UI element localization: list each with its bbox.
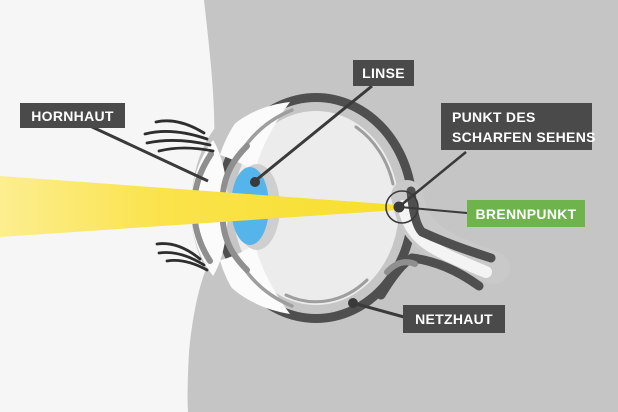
retina-marker-dot — [348, 298, 358, 308]
label-brennpunkt: BRENNPUNKT — [467, 200, 585, 227]
label-punkt-line2: SCHARFEN SEHENS — [452, 128, 596, 145]
focal-point-dot — [393, 201, 405, 213]
leader-line-netzhaut — [352, 301, 405, 319]
label-punkt-des-scharfen-sehens: PUNKT DES SCHARFEN SEHENS — [441, 103, 595, 150]
label-hornhaut: HORNHAUT — [20, 103, 125, 128]
eyelashes-lower — [155, 242, 209, 272]
leader-line-brennpunkt — [399, 206, 468, 214]
optic-nerve-accent — [384, 259, 418, 275]
leader-lines — [89, 84, 468, 319]
focus-circle — [385, 190, 419, 224]
iris-arc-upper — [220, 143, 250, 196]
iris-arc-lower — [220, 220, 250, 273]
optic-nerve-lower-wall — [376, 253, 484, 300]
light-beam — [0, 176, 399, 237]
label-linse: LINSE — [353, 60, 414, 86]
label-punkt-line1: PUNKT DES — [452, 108, 536, 125]
eyelashes-upper — [143, 119, 215, 153]
optic-nerve-channel — [397, 200, 492, 278]
leader-line-punkt — [399, 151, 467, 207]
leader-line-linse — [254, 84, 373, 183]
label-netzhaut: NETZHAUT — [403, 305, 505, 333]
lens-marker-dot — [250, 177, 260, 187]
leader-line-hornhaut — [89, 124, 209, 183]
inner-arc-upper-right — [354, 125, 395, 186]
retina-inner-arc — [284, 278, 369, 304]
